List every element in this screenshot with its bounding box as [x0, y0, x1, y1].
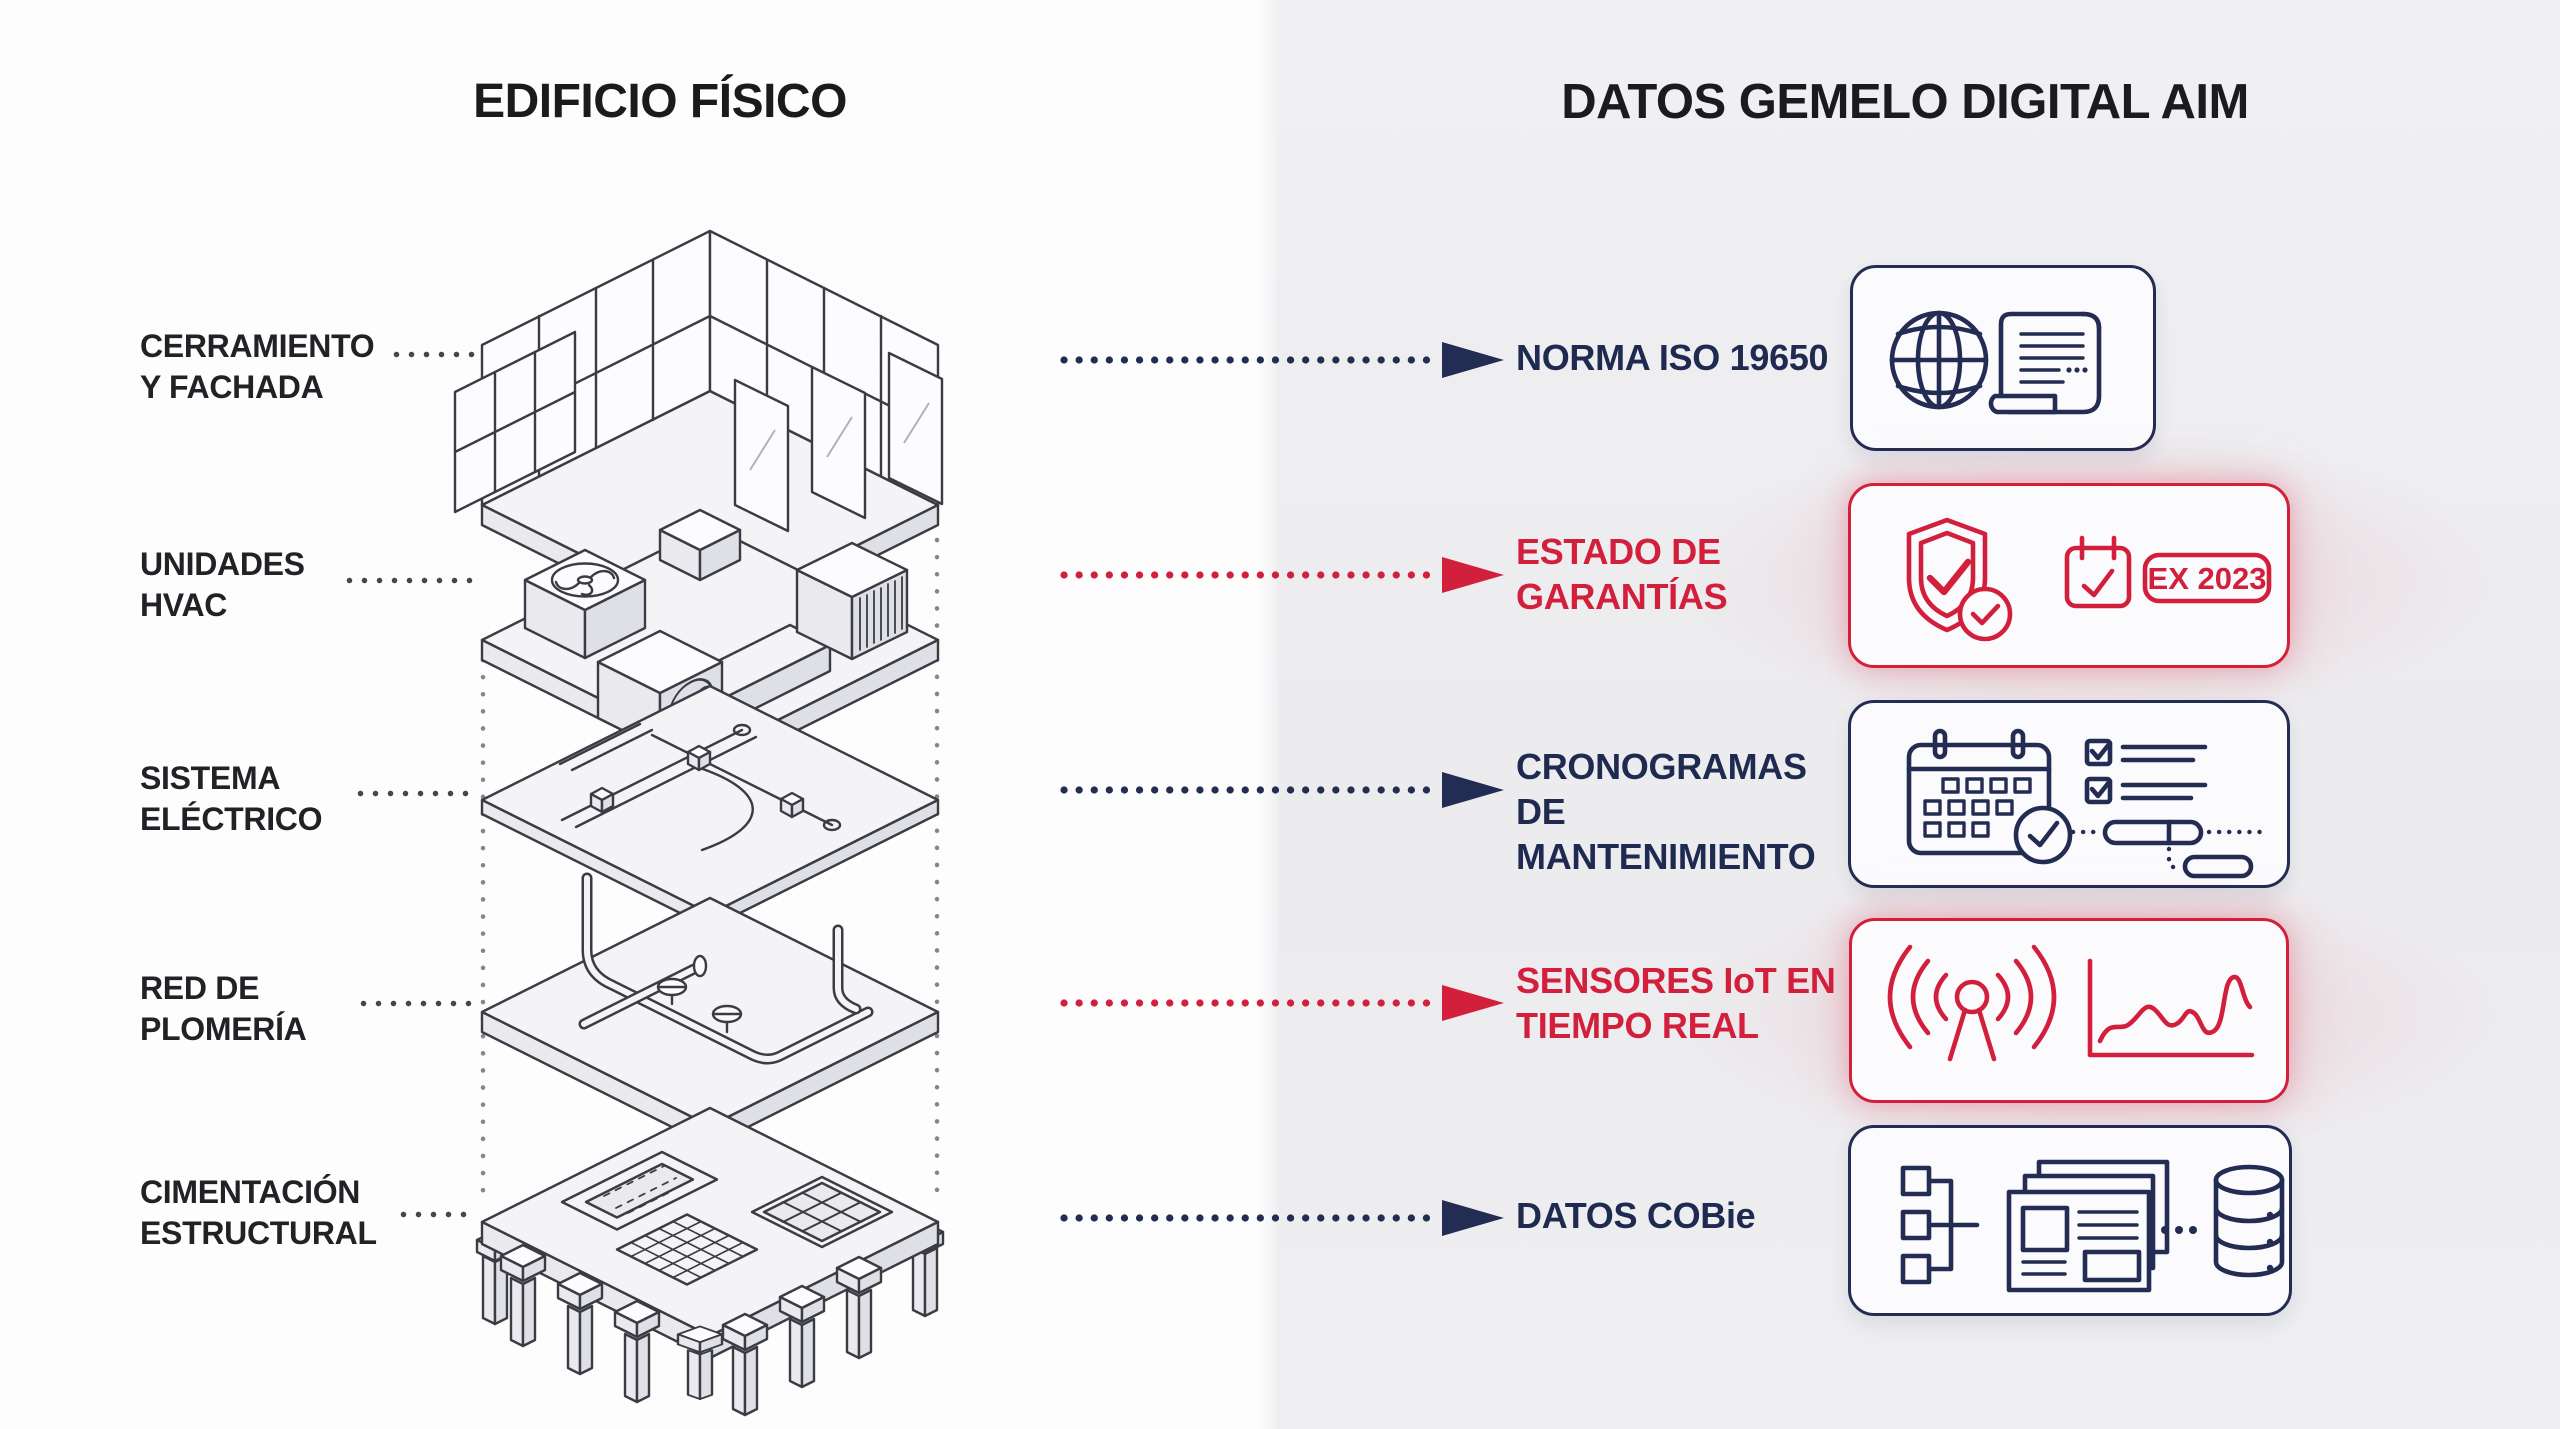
- leader-line: [400, 1211, 475, 1218]
- calendar-grid-check-icon: [1906, 728, 2073, 865]
- arrowhead-icon: [1442, 1200, 1504, 1236]
- card-iso19650: [1850, 265, 2156, 451]
- line-chart-icon: [2087, 958, 2255, 1058]
- label-red-plomeria: RED DE PLOMERÍA: [140, 968, 470, 1050]
- label-line: ELÉCTRICO: [140, 801, 323, 837]
- ellipsis-dots-icon: [2161, 1226, 2197, 1234]
- label-line: ESTADO DE: [1516, 531, 1721, 572]
- label-line: SISTEMA: [140, 760, 281, 796]
- layer-electrical: [480, 684, 940, 930]
- arrowhead-icon: [1442, 342, 1504, 378]
- arrowhead-icon: [1442, 985, 1504, 1021]
- arrow-sensores: [1060, 985, 1504, 1021]
- arrow-iso19650: [1060, 342, 1504, 378]
- circle-check-icon: [1957, 586, 2013, 642]
- arrow-cronogramas: [1060, 772, 1504, 808]
- layer-foundation: [475, 1106, 945, 1417]
- label-line: PLOMERÍA: [140, 1011, 307, 1047]
- label-line: RED DE: [140, 970, 260, 1006]
- leader-line: [360, 1000, 475, 1007]
- checklist-icon: [2084, 738, 2208, 805]
- label-line: DATOS COBie: [1516, 1195, 1756, 1236]
- label-line: CIMENTACIÓN: [140, 1174, 361, 1210]
- panel-divider: [1258, 0, 1278, 1429]
- document-stack-icon: [2006, 1159, 2170, 1293]
- warranty-expiry-badge: EX 2023: [2142, 552, 2272, 604]
- card-cobie: [1848, 1125, 2292, 1316]
- label-cimentacion-estructural: CIMENTACIÓN ESTRUCTURAL: [140, 1172, 470, 1254]
- card-sensores: [1849, 918, 2289, 1103]
- label-line: CERRAMIENTO: [140, 328, 375, 364]
- label-line: Y FACHADA: [140, 369, 324, 405]
- label-line: NORMA ISO 19650: [1516, 337, 1829, 378]
- label-line: UNIDADES: [140, 546, 305, 582]
- leader-line: [357, 790, 475, 797]
- label-sistema-electrico: SISTEMA ELÉCTRICO: [140, 758, 470, 840]
- arrow-cobie: [1060, 1200, 1504, 1236]
- arrowhead-icon: [1442, 772, 1504, 808]
- right-panel-title: DATOS GEMELO DIGITAL AIM: [1561, 75, 2249, 129]
- item-label-cobie: DATOS COBie: [1516, 1193, 1846, 1238]
- item-label-cronogramas: CRONOGRAMAS DE MANTENIMIENTO: [1516, 744, 1846, 879]
- item-label-garantias: ESTADO DE GARANTÍAS: [1516, 529, 1846, 619]
- card-cronogramas: [1848, 700, 2290, 888]
- arrowhead-icon: [1442, 557, 1504, 593]
- calendar-check-icon: [2064, 535, 2132, 609]
- exploded-building-illustration: [453, 229, 945, 1417]
- label-cerramiento-fachada: CERRAMIENTO Y FACHADA: [140, 326, 470, 408]
- radio-antenna-icon: [1887, 944, 2057, 1062]
- left-panel-title: EDIFICIO FÍSICO: [473, 75, 847, 128]
- item-label-sensores: SENSORES IoT EN TIEMPO REAL: [1516, 958, 1846, 1048]
- label-line: CRONOGRAMAS DE: [1516, 746, 1807, 832]
- label-line: TIEMPO REAL: [1516, 1005, 1759, 1046]
- label-line: HVAC: [140, 587, 228, 623]
- layer-plumbing: [480, 872, 940, 1148]
- gantt-bars-icon: [2070, 819, 2266, 879]
- label-line: SENSORES IoT EN: [1516, 960, 1836, 1001]
- item-label-iso19650: NORMA ISO 19650: [1516, 335, 1846, 380]
- flowchart-icon: [1900, 1165, 1980, 1285]
- label-line: ESTRUCTURAL: [140, 1215, 377, 1251]
- leader-line: [346, 577, 474, 584]
- card-garantias: EX 2023: [1848, 483, 2290, 668]
- scroll-document-icon: [1988, 311, 2102, 415]
- leader-line: [393, 351, 475, 358]
- label-line: GARANTÍAS: [1516, 576, 1728, 617]
- database-icon: [2213, 1164, 2285, 1278]
- label-unidades-hvac: UNIDADES HVAC: [140, 544, 470, 626]
- badge-text: EX 2023: [2148, 561, 2267, 596]
- globe-icon: [1889, 310, 1989, 410]
- label-line: MANTENIMIENTO: [1516, 836, 1816, 877]
- arrow-garantias: [1060, 557, 1504, 593]
